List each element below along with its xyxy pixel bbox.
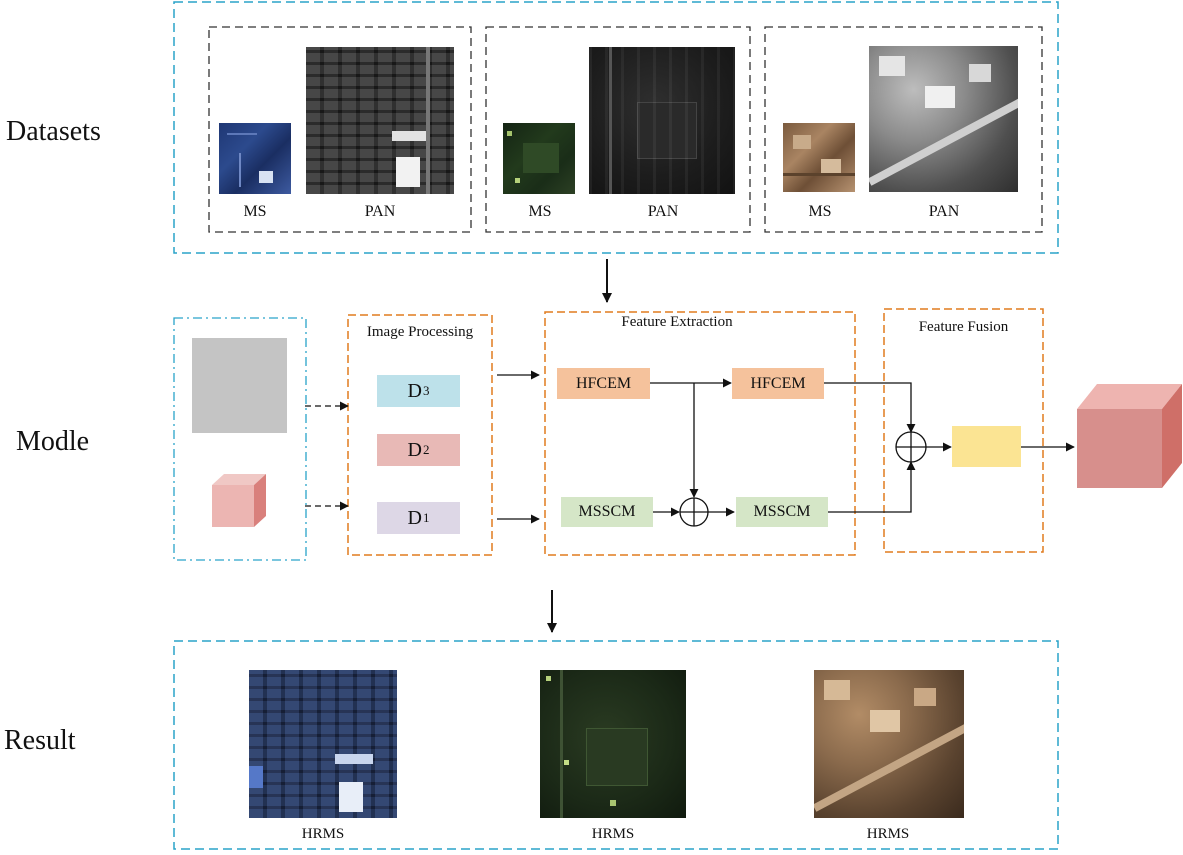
- result-3-label: HRMS: [866, 826, 910, 842]
- result-1-label: HRMS: [301, 826, 345, 842]
- dataset-2-ms-image: [503, 123, 575, 194]
- datasets-frame: [173, 1, 1059, 254]
- feature-extraction-title: Feature Extraction: [621, 314, 733, 330]
- hfcem-1-block: HFCEM: [557, 368, 650, 399]
- input-pan-square: [192, 338, 287, 433]
- feature-fusion-title: Feature Fusion: [918, 319, 1009, 335]
- dataset-3-ms-label: MS: [808, 203, 832, 220]
- dataset-1-pan-label: PAN: [364, 203, 396, 220]
- d1-label: D: [407, 506, 422, 529]
- dataset-2-ms-label: MS: [528, 203, 552, 220]
- input-ms-cube: [212, 474, 266, 527]
- dataset-2-frame: [485, 26, 751, 233]
- fusion-block: [952, 426, 1021, 467]
- dataset-2-pan-label: PAN: [647, 203, 679, 220]
- output-cube: [1077, 384, 1182, 488]
- arrow-hfcem2-to-fusion-add: [824, 382, 916, 433]
- result-2-label: HRMS: [591, 826, 635, 842]
- d1-subscript: 1: [422, 510, 430, 525]
- row-label-datasets: Datasets: [6, 116, 101, 147]
- row-label-result: Result: [4, 725, 76, 756]
- result-1-hrms-image: [249, 670, 397, 818]
- dataset-1-pan-image: [306, 47, 454, 194]
- feature-fusion-frame: [883, 308, 1044, 553]
- arrow-msscm2-to-fusion-add: [828, 461, 916, 513]
- dataset-3-ms-image: [783, 123, 855, 192]
- d2-label: D: [407, 438, 422, 461]
- input-frame: [173, 317, 307, 561]
- result-frame: [173, 640, 1059, 850]
- dataset-3-pan-label: PAN: [928, 203, 960, 220]
- image-processing-frame: [347, 314, 493, 556]
- result-2-hrms-image: [540, 670, 686, 818]
- dataset-2-pan-image: [589, 47, 735, 194]
- row-label-model: Modle: [16, 426, 90, 457]
- d3-subscript: 3: [422, 383, 430, 398]
- dataset-1-frame: [208, 26, 472, 233]
- d2-subscript: 2: [422, 442, 430, 457]
- image-processing-title: Image Processing: [366, 324, 474, 340]
- msscm-2-block: MSSCM: [736, 497, 828, 527]
- dataset-3-pan-image: [869, 46, 1018, 192]
- dataset-3-frame: [764, 26, 1043, 233]
- dataset-1-ms-image: [219, 123, 291, 194]
- result-3-hrms-image: [814, 670, 964, 818]
- msscm-1-block: MSSCM: [561, 497, 653, 527]
- d3-label: D: [407, 379, 422, 402]
- dataset-1-ms-label: MS: [243, 203, 267, 220]
- feature-extraction-frame: [544, 311, 856, 556]
- hfcem-2-block: HFCEM: [732, 368, 824, 399]
